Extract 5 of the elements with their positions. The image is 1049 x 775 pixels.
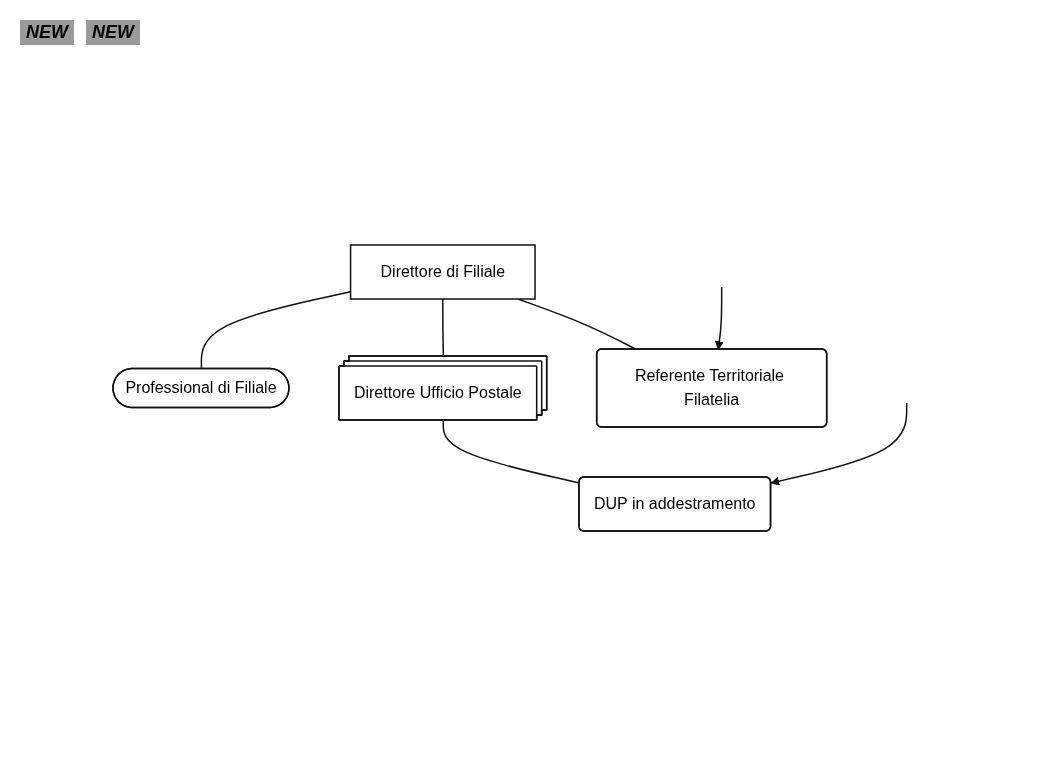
tag-label: NEW [86,20,140,45]
arrow [770,401,908,486]
tag-label: NEW [20,20,74,45]
node-box: Direttore di Filiale [349,243,536,300]
arrow [714,285,724,350]
